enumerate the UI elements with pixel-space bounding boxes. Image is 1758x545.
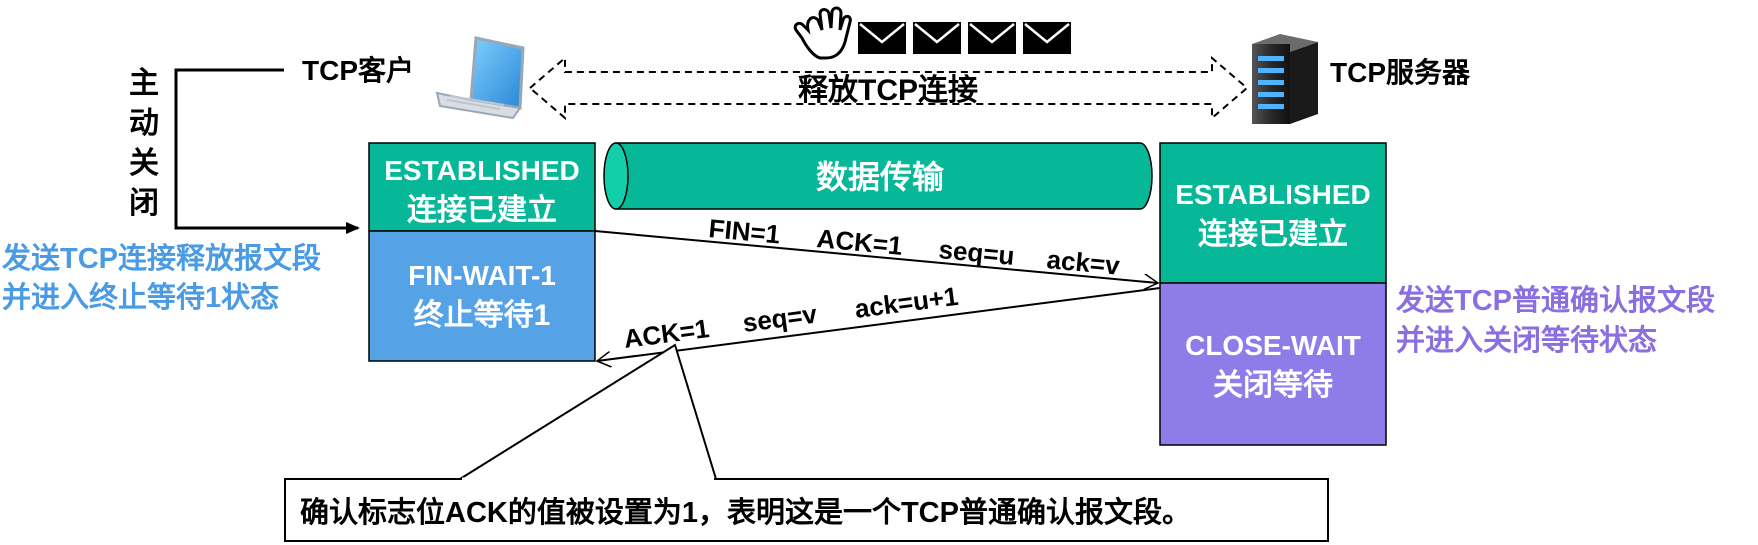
- hand-icon: [793, 6, 852, 60]
- server-close-wait-cn: 关闭等待: [1213, 368, 1333, 402]
- callout-pointer: [459, 343, 717, 480]
- active-close-arrow: [174, 68, 360, 234]
- fin-field: FIN=1: [707, 213, 781, 249]
- server-established-en: ESTABLISHED: [1175, 179, 1371, 210]
- server-note-line1: 发送TCP普通确认报文段: [1395, 283, 1715, 317]
- server-established-cn: 连接已建立: [1198, 217, 1348, 251]
- server-close-wait-box: CLOSE-WAIT 关闭等待: [1159, 282, 1387, 446]
- envelope-icon: [968, 22, 1016, 54]
- envelope-icon: [1023, 22, 1071, 54]
- client-note-line2: 并进入终止等待1状态: [2, 280, 279, 314]
- client-label: TCP客户: [302, 54, 414, 86]
- fin-field: ACK=1: [815, 223, 903, 261]
- envelope-icon: [913, 22, 961, 54]
- laptop-icon: [435, 36, 525, 120]
- callout-box: [284, 478, 1329, 542]
- release-connection-arrow: [528, 55, 1249, 121]
- data-transfer-label: 数据传输: [816, 159, 945, 195]
- active-close-label: 主 动 关 闭: [129, 67, 159, 220]
- server-note-line2: 并进入关闭等待状态: [1396, 323, 1657, 357]
- server-icon: [1252, 34, 1318, 124]
- active-close-char: 主: [129, 67, 159, 100]
- ack-segment-label: ACK=1 seq=v ack=u+1: [622, 281, 960, 354]
- ack-field: ack=u+1: [853, 281, 960, 324]
- client-established-box: ESTABLISHED 连接已建立: [368, 142, 596, 232]
- server-label: TCP服务器: [1330, 57, 1471, 88]
- data-transfer-pipe: [603, 142, 1153, 210]
- client-fin-wait-box: FIN-WAIT-1 终止等待1: [368, 230, 596, 362]
- active-close-char: 闭: [129, 187, 159, 220]
- active-close-char: 动: [129, 107, 159, 140]
- client-established-en: ESTABLISHED: [384, 155, 580, 186]
- client-note-line1: 发送TCP连接释放报文段: [1, 241, 321, 275]
- fin-field: ack=v: [1045, 244, 1121, 281]
- release-label: 释放TCP连接: [798, 74, 978, 107]
- fin-field: seq=u: [937, 234, 1015, 271]
- ack-segment-arrow: [597, 287, 1161, 361]
- client-established-cn: 连接已建立: [407, 193, 557, 227]
- server-close-wait-en: CLOSE-WAIT: [1185, 330, 1361, 361]
- callout-text: 确认标志位ACK的值被设置为1，表明这是一个TCP普通确认报文段。: [300, 495, 1191, 529]
- client-fin-wait-cn: 终止等待1: [414, 298, 551, 332]
- envelope-icon: [858, 22, 906, 54]
- client-fin-wait-en: FIN-WAIT-1: [408, 260, 556, 291]
- fin-segment-arrow: [594, 230, 1158, 283]
- ack-field: seq=v: [741, 299, 819, 338]
- fin-segment-label: FIN=1 ACK=1 seq=u ack=v: [707, 213, 1121, 281]
- active-close-char: 关: [129, 147, 159, 180]
- server-established-box: ESTABLISHED 连接已建立: [1159, 142, 1387, 284]
